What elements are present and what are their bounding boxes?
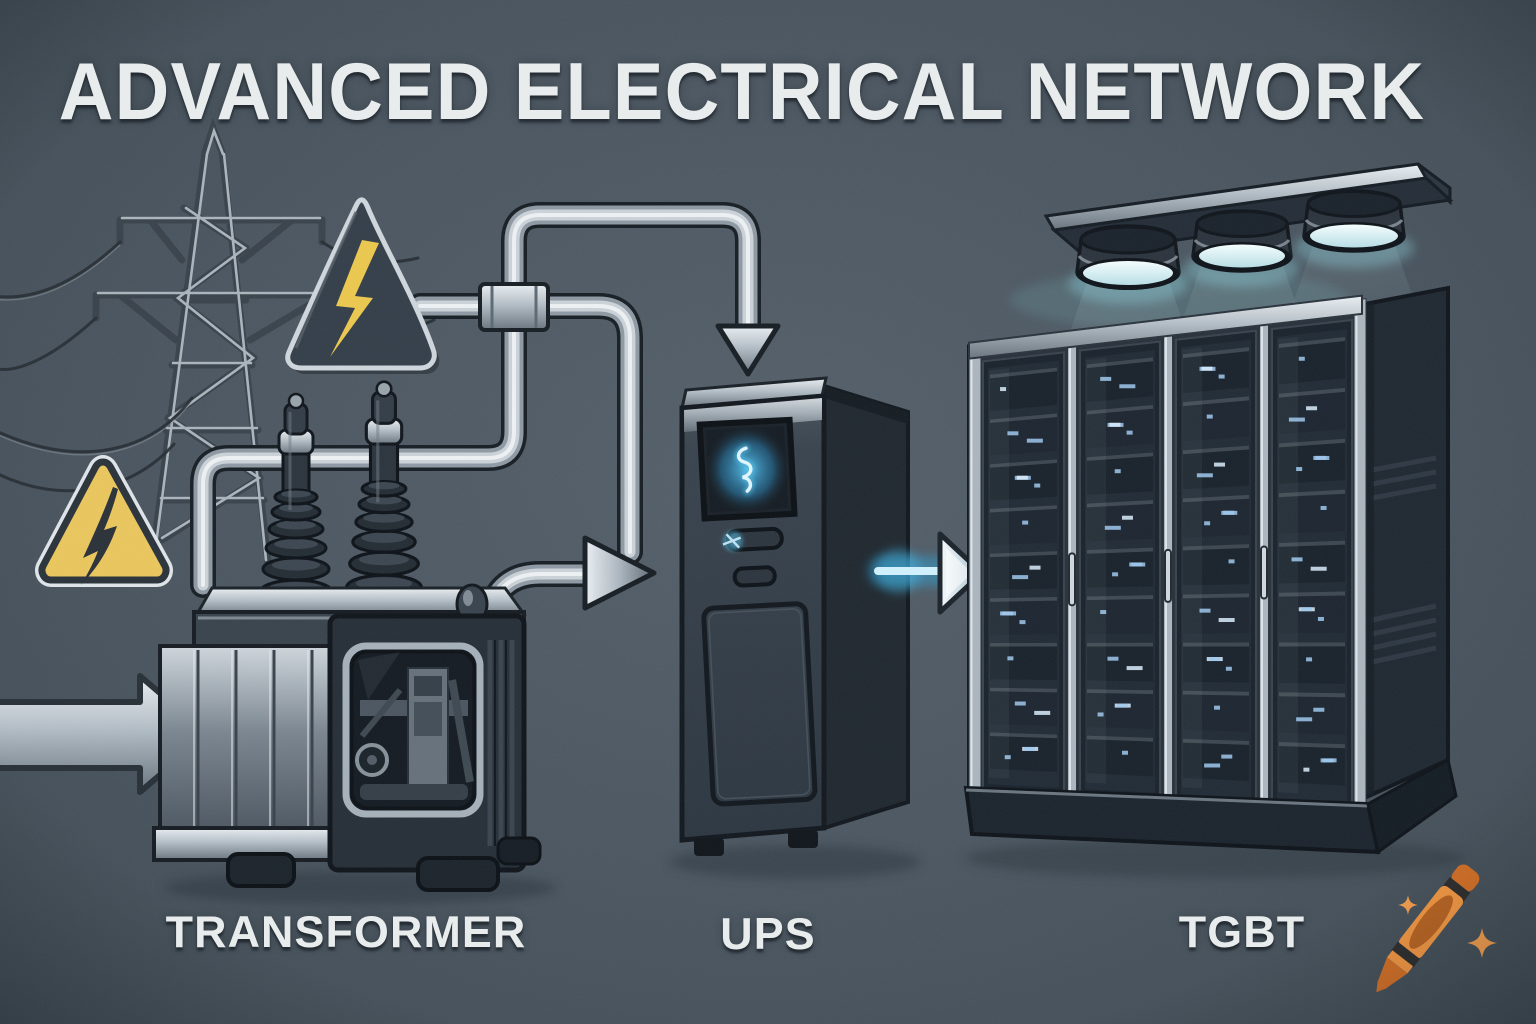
transformer-label: TRANSFORMER bbox=[165, 908, 527, 958]
ups-label: UPS bbox=[720, 910, 816, 960]
page-title: ADVANCED ELECTRICAL NETWORK bbox=[58, 47, 1426, 137]
tgbt-label: TGBT bbox=[1178, 908, 1306, 958]
